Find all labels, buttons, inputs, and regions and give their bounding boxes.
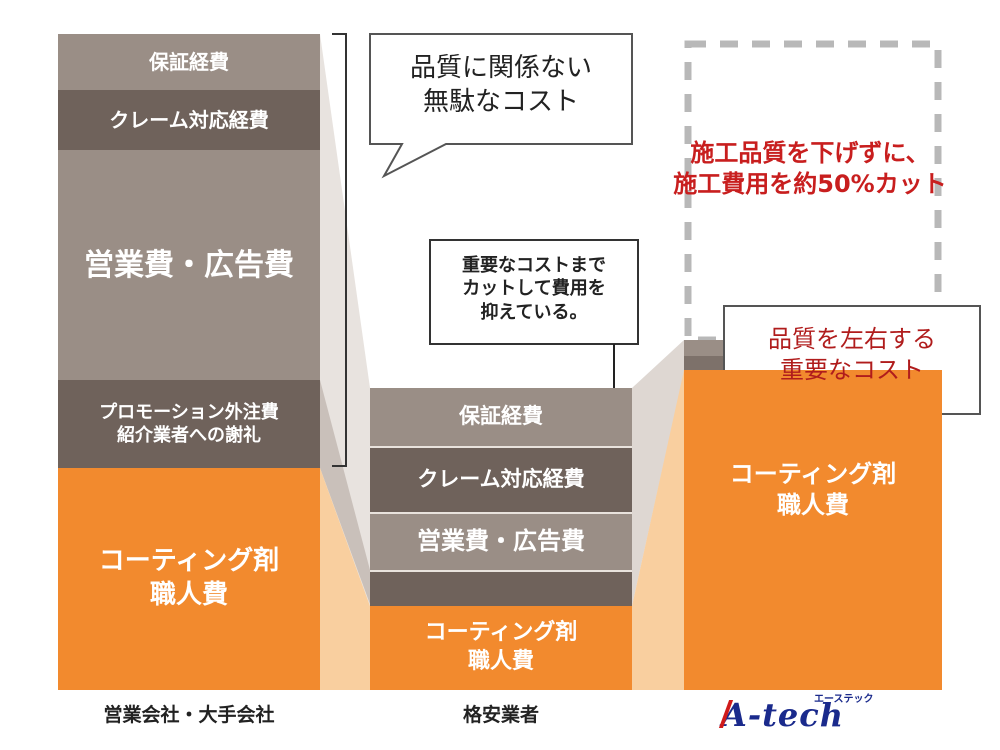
col2-segment-promotion	[370, 570, 632, 606]
col2-segment-sales-ads: 営業費・広告費	[370, 512, 632, 570]
removed-cost-outline	[684, 40, 942, 344]
logo-wordmark: A-tech	[722, 696, 844, 734]
band-labor-right	[632, 370, 684, 690]
waste-bracket	[332, 33, 347, 467]
callout-waste-text: 品質に関係ない 無駄なコスト	[409, 53, 592, 117]
band-cost-right	[632, 340, 684, 606]
col1-segment-promotion: プロモーション外注費 紹介業者への謝礼	[58, 380, 320, 468]
col1-segment-labor: コーティング剤 職人費	[58, 468, 320, 690]
col3-segment-labor: コーティング剤 職人費	[684, 370, 942, 690]
xlabel-cheap-contractor: 格安業者	[462, 704, 539, 726]
xlabel-large-company: 営業会社・大手会社	[103, 704, 275, 726]
col2-segment-labor: コーティング剤 職人費	[370, 606, 632, 690]
col2-segment-warranty: 保証経費	[370, 388, 632, 446]
logo-ruby: エーステック	[814, 694, 874, 705]
callout-cheap-shape	[429, 239, 639, 345]
band-dark-left	[320, 380, 370, 604]
band-labor-left	[320, 468, 370, 690]
callout-quality-text: 品質を左右する 重要なコスト	[768, 325, 936, 385]
headline-text: 施工品質を下げずに、 施工費用を約50%カット	[673, 139, 947, 199]
callout-waste-shape	[369, 33, 633, 179]
col1-segment-sales-ads: 営業費・広告費	[58, 150, 320, 380]
connector-bands	[320, 34, 684, 690]
col1-segment-warranty: 保証経費	[58, 34, 320, 90]
callout-cheap-text: 重要なコストまで カットして費用を 抑えている。	[462, 255, 606, 323]
col2-segment-claims: クレーム対応経費	[370, 446, 632, 512]
col1-segment-claims: クレーム対応経費	[58, 90, 320, 150]
atech-logo: エーステック A-tech	[718, 690, 922, 734]
